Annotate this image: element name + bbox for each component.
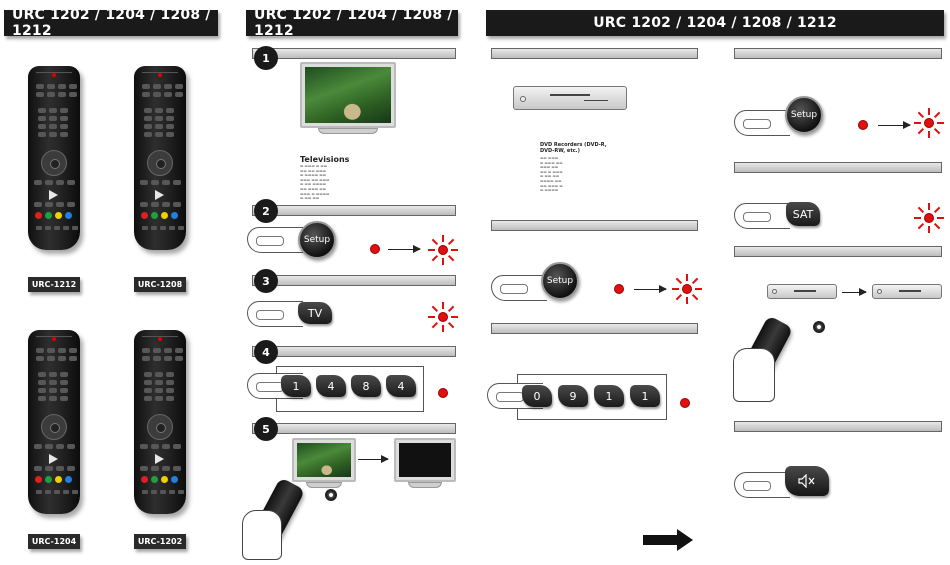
arrow-right-icon (634, 285, 667, 293)
sat-receiver-off-illustration (872, 284, 942, 299)
led-on-icon (614, 284, 624, 294)
tv-off-illustration (394, 438, 456, 482)
hand-icon (247, 301, 303, 327)
hand-icon (734, 203, 790, 229)
led-on-icon (370, 244, 380, 254)
step-bar (491, 220, 698, 231)
hand-holding-icon (242, 510, 282, 560)
step-4-bar (252, 346, 456, 357)
power-button-icon (325, 489, 337, 501)
mute-button[interactable] (785, 466, 829, 496)
tv-button[interactable]: TV (298, 302, 332, 324)
led-on-icon (680, 398, 690, 408)
sat-receiver-illustration (767, 284, 837, 299)
digit-button-4[interactable]: 4 (316, 375, 346, 397)
digit-button-0[interactable]: 0 (522, 385, 552, 407)
code-list-tv-lines: ▬ ▬▬▬ ▬ ▬▬▬▬ ▬▬ ▬▬▬▬ ▬▬▬▬ ▬▬▬▬▬ ▬▬ ▬▬▬▬ … (300, 164, 330, 201)
dvd-recorder-illustration (513, 86, 627, 110)
power-button-icon (813, 321, 825, 333)
tv-stand (306, 482, 342, 488)
header-panel-1: URC 1202 / 1204 / 1208 / 1212 (4, 7, 218, 39)
step-5-bar (252, 423, 456, 434)
digit-button-8[interactable]: 8 (351, 375, 381, 397)
step-1-number: 1 (254, 46, 278, 70)
digit-button-4b[interactable]: 4 (386, 375, 416, 397)
arrow-right-icon (878, 121, 911, 129)
digit-button-1[interactable]: 1 (281, 375, 311, 397)
model-label-urc-1202: URC-1202 (134, 534, 186, 549)
step-4-number: 4 (254, 340, 278, 364)
hand-icon (247, 227, 303, 253)
remote-urc-1208 (134, 66, 186, 250)
tv-stand (318, 128, 378, 134)
led-blink-icon (914, 203, 944, 233)
tv-on-illustration (292, 438, 356, 482)
hand-icon (734, 472, 790, 498)
step-2-number: 2 (254, 199, 278, 223)
digit-button-9[interactable]: 9 (558, 385, 588, 407)
setup-button[interactable]: Setup (541, 262, 579, 300)
step-2-bar (252, 205, 456, 216)
remote-urc-1202 (134, 330, 186, 514)
hand-holding-icon (733, 348, 775, 402)
remote-urc-1204 (28, 330, 80, 514)
code-list-dvd-title: DVD Recorders (DVD-R, DVD-RW, etc.) (540, 142, 607, 154)
model-label-urc-1208: URC-1208 (134, 277, 186, 292)
setup-button[interactable]: Setup (298, 221, 336, 259)
tv-monitor-illustration (300, 62, 396, 128)
step-bar (734, 48, 942, 59)
step-3-number: 3 (254, 269, 278, 293)
step-1-bar (252, 48, 456, 59)
step-bar (734, 162, 942, 173)
led-on-icon (858, 120, 868, 130)
step-bar (734, 246, 942, 257)
step-bar (491, 323, 698, 334)
led-blink-icon (428, 302, 458, 332)
model-label-urc-1204: URC-1204 (28, 534, 80, 549)
step-5-number: 5 (254, 417, 278, 441)
led-on-icon (438, 388, 448, 398)
digit-button-1b[interactable]: 1 (630, 385, 660, 407)
header-panel-3: URC 1202 / 1204 / 1208 / 1212 (486, 10, 944, 36)
step-bar (491, 48, 698, 59)
step-3-bar (252, 275, 456, 286)
setup-button[interactable]: Setup (785, 96, 823, 134)
hand-icon (734, 110, 790, 136)
code-list-dvd-lines: ▬▬ ▬▬▬▬ ▬▬▬ ▬▬▬▬▬ ▬▬▬▬ ▬ ▬▬▬▬ ▬▬ ▬▬▬▬▬▬ … (540, 156, 563, 193)
arrow-right-icon (388, 245, 421, 253)
hand-icon (491, 275, 547, 301)
next-page-arrow-icon (643, 529, 693, 551)
tv-stand (408, 482, 442, 488)
mute-icon (798, 474, 815, 488)
remote-urc-1212 (28, 66, 80, 250)
arrow-right-icon (358, 455, 389, 463)
led-blink-icon (672, 274, 702, 304)
arrow-right-icon (842, 288, 867, 296)
model-label-urc-1212: URC-1212 (28, 277, 80, 292)
step-bar (734, 421, 942, 432)
sat-button[interactable]: SAT (786, 202, 820, 226)
digit-button-1[interactable]: 1 (594, 385, 624, 407)
led-blink-icon (428, 235, 458, 265)
code-list-tv-title: Televisions (300, 155, 350, 164)
led-blink-icon (914, 108, 944, 138)
header-panel-2: URC 1202 / 1204 / 1208 / 1212 (246, 7, 458, 39)
